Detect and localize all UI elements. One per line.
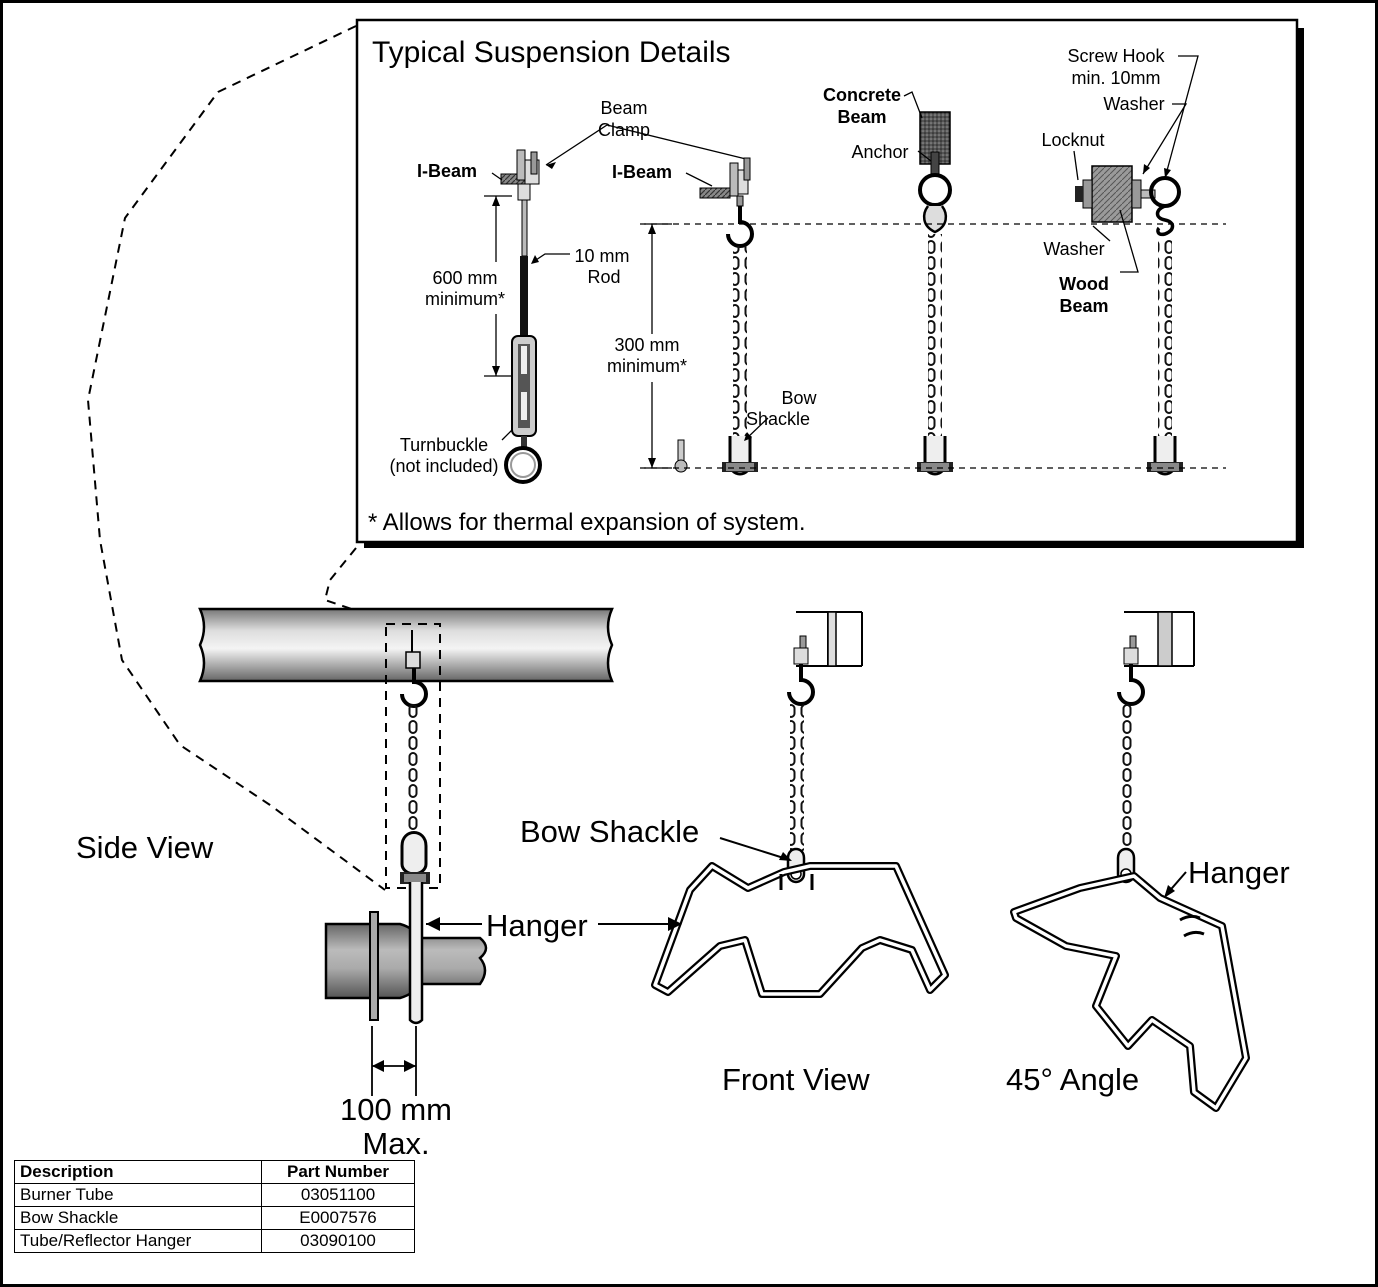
- front-view-drawing: [598, 611, 949, 998]
- label-hanger-side: Hanger: [486, 908, 588, 943]
- side-view-drawing: [198, 607, 614, 1096]
- rod-turnbuckle-detail: [484, 124, 751, 484]
- table-row: Tube/Reflector Hanger 03090100: [14, 1229, 415, 1253]
- label-dim600-1: 600 mm: [432, 268, 497, 288]
- label-bow-shackle-front: Bow Shackle: [520, 814, 699, 849]
- label-wood-2: Beam: [1059, 296, 1108, 316]
- label-side-view: Side View: [76, 830, 214, 865]
- label-screw-hook-1: Screw Hook: [1067, 46, 1165, 66]
- label-dim300-1: 300 mm: [614, 335, 679, 355]
- label-ibeam-1: I-Beam: [417, 161, 477, 181]
- label-hanger-angle: Hanger: [1188, 855, 1290, 890]
- label-beam-clamp-1: Beam: [600, 98, 647, 118]
- label-locknut: Locknut: [1041, 130, 1104, 150]
- detail-callout-dashed-line: [86, 25, 386, 891]
- label-angle-view: 45° Angle: [1006, 1062, 1139, 1097]
- parts-table: Description Part Number Burner Tube 0305…: [14, 1160, 415, 1253]
- label-concrete-2: Beam: [837, 107, 886, 127]
- label-dim600-2: minimum*: [425, 289, 505, 309]
- label-washer-top: Washer: [1103, 94, 1164, 114]
- label-dim100-1: 100 mm: [340, 1092, 452, 1127]
- table-header-row: Description Part Number: [14, 1160, 415, 1184]
- inset-box: [355, 18, 1299, 544]
- label-rod-1: 10 mm: [574, 246, 629, 266]
- table-row: Bow Shackle E0007576: [14, 1206, 415, 1230]
- label-bow-shackle-1: Bow: [781, 388, 817, 408]
- inset-footnote: * Allows for thermal expansion of system…: [368, 509, 806, 536]
- label-dim100-2: Max.: [362, 1126, 429, 1161]
- label-washer-bottom: Washer: [1043, 239, 1104, 259]
- header-part-number: Part Number: [261, 1160, 415, 1184]
- label-beam-clamp-2: Clamp: [598, 120, 650, 140]
- label-dim300-2: minimum*: [607, 356, 687, 376]
- label-bow-shackle-2: Shackle: [746, 409, 810, 429]
- label-ibeam-2: I-Beam: [612, 162, 672, 182]
- row-part-number: 03090100: [261, 1229, 415, 1253]
- table-row: Burner Tube 03051100: [14, 1183, 415, 1207]
- label-anchor: Anchor: [851, 142, 908, 162]
- label-front-view: Front View: [722, 1062, 870, 1097]
- label-turnbuckle-2: (not included): [389, 456, 498, 476]
- row-description: Tube/Reflector Hanger: [14, 1229, 262, 1253]
- label-turnbuckle-1: Turnbuckle: [400, 435, 488, 455]
- label-concrete-1: Concrete: [823, 85, 901, 105]
- label-wood-1: Wood: [1059, 274, 1109, 294]
- label-screw-hook-2: min. 10mm: [1071, 68, 1160, 88]
- wood-beam-detail: [1073, 55, 1199, 476]
- label-rod-2: Rod: [587, 267, 620, 287]
- row-part-number: E0007576: [261, 1206, 415, 1230]
- inset-title: Typical Suspension Details: [372, 36, 731, 69]
- concrete-beam-detail: [903, 91, 953, 476]
- chain-ibeam-detail: [644, 157, 769, 476]
- row-description: Burner Tube: [14, 1183, 262, 1207]
- angle-view-drawing: [1010, 611, 1250, 1112]
- header-description: Description: [14, 1160, 262, 1184]
- row-description: Bow Shackle: [14, 1206, 262, 1230]
- row-part-number: 03051100: [261, 1183, 415, 1207]
